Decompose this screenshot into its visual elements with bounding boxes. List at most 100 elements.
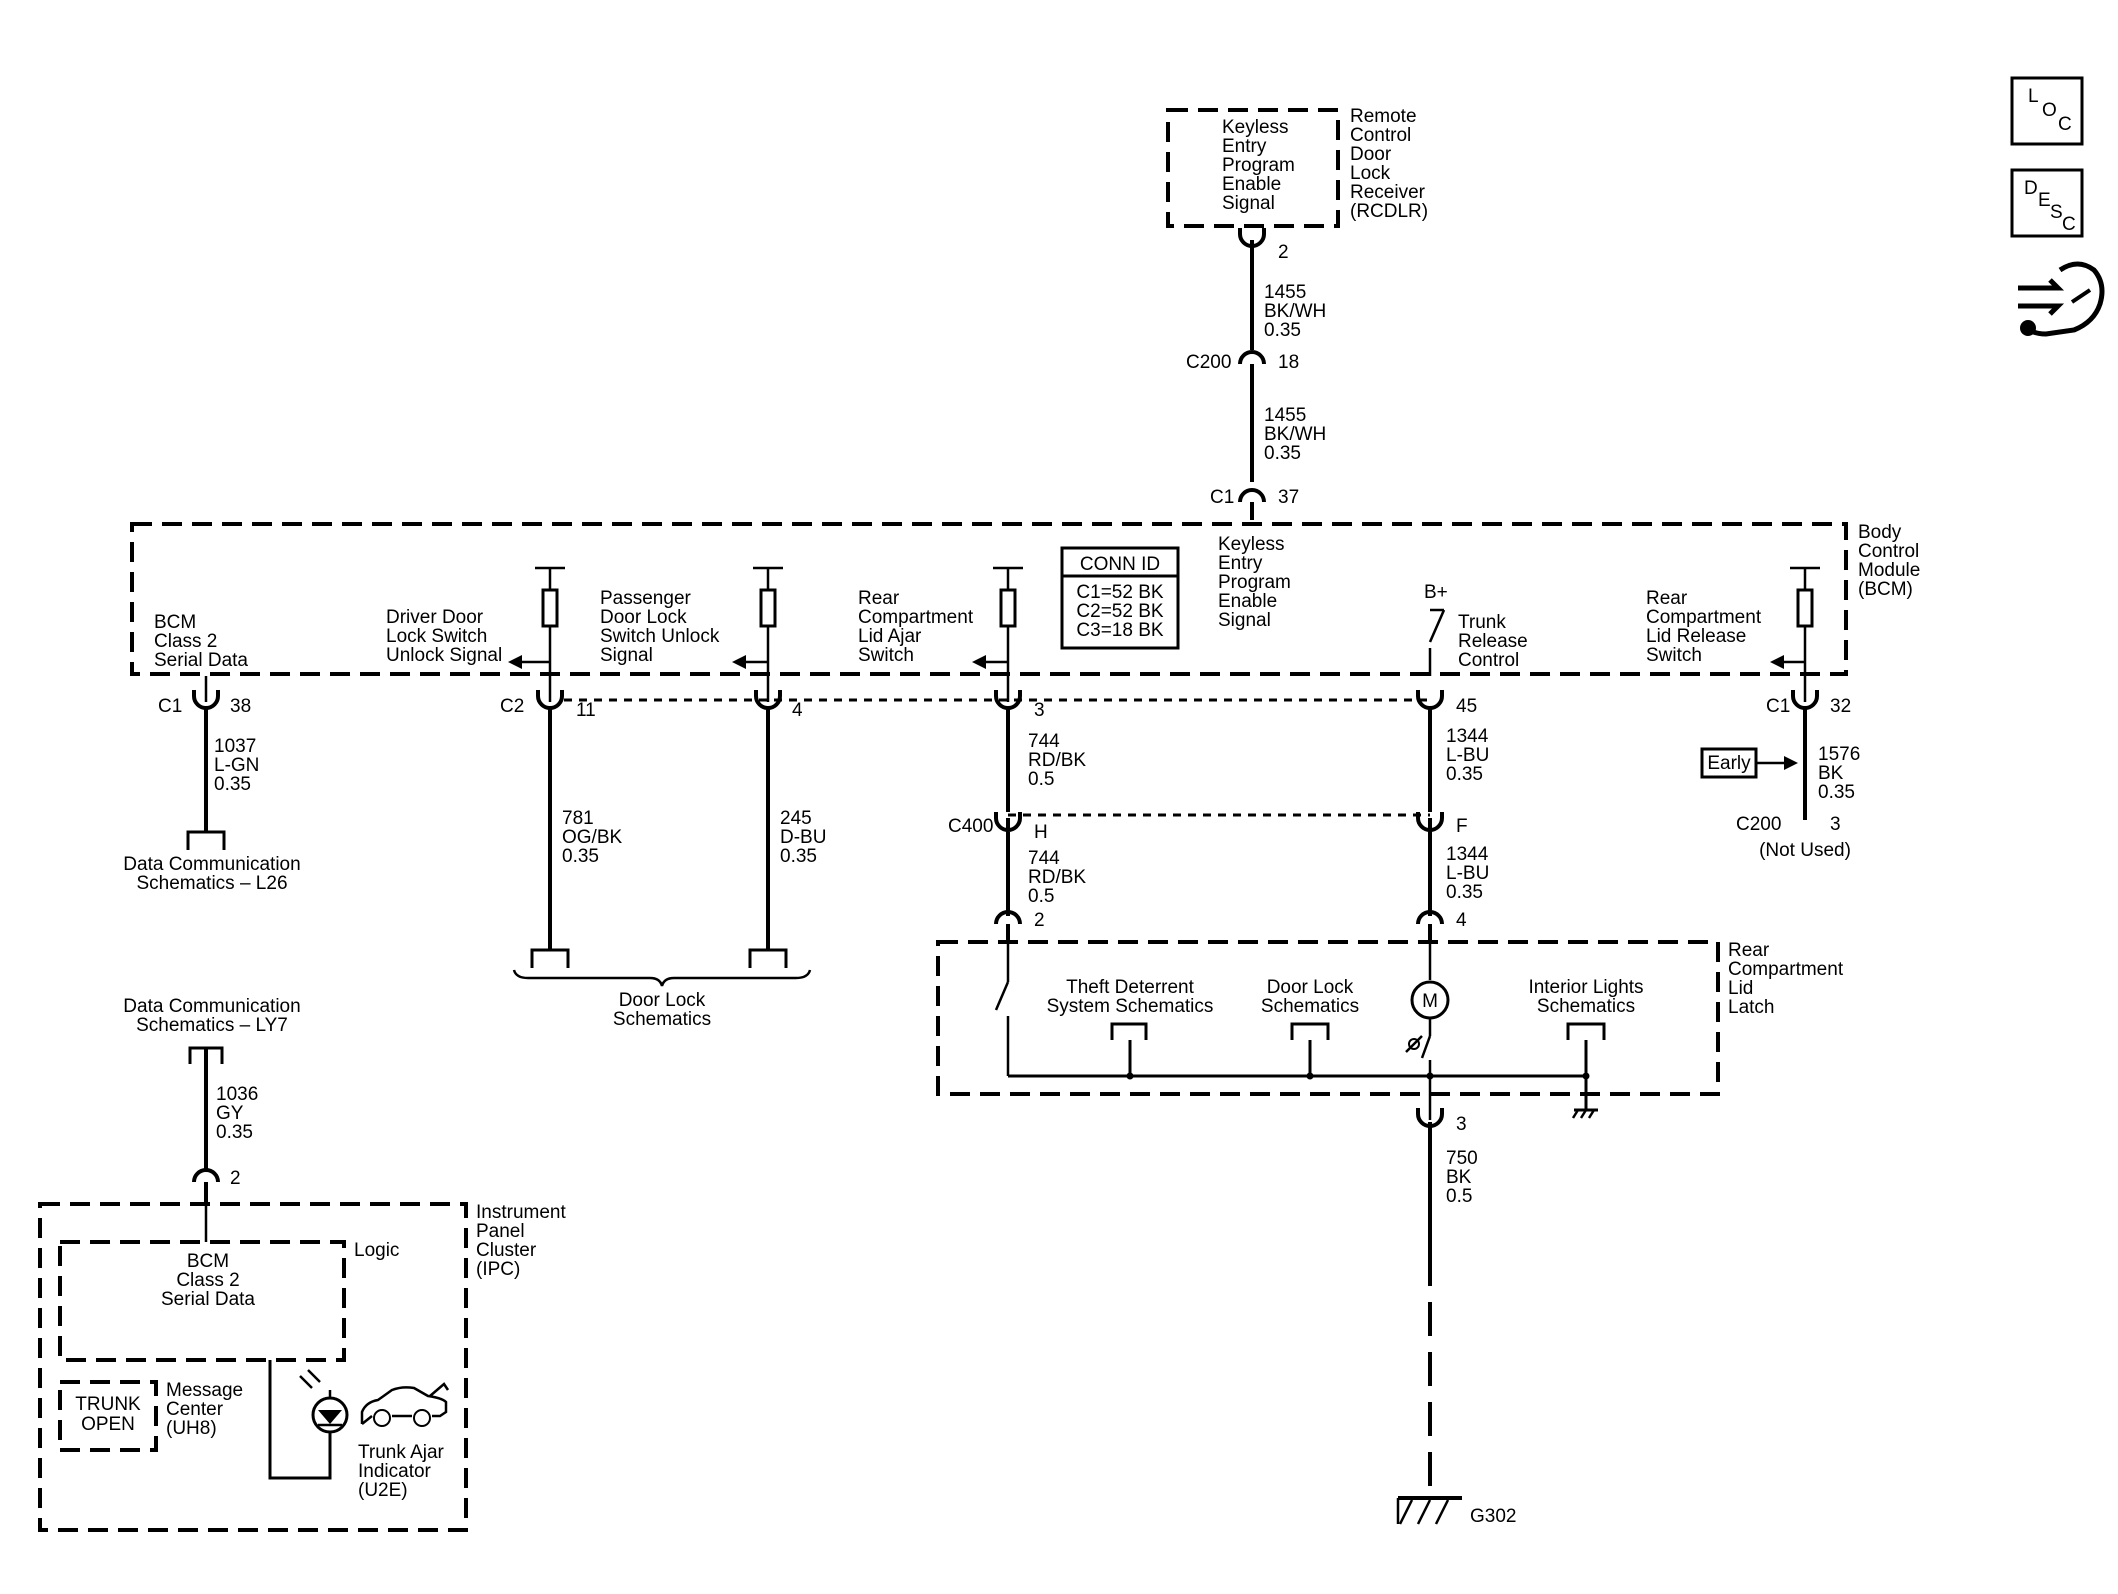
loc-icon-c: C — [2058, 114, 2072, 135]
door-lock-schematics-2: Schematics — [613, 1009, 711, 1030]
wire-1344-upper-2: L-BU — [1446, 745, 1489, 766]
bcm-rear-release-4: Switch — [1646, 645, 1702, 666]
wire-1344-upper-1: 1344 — [1446, 726, 1489, 747]
c2-11-pin: 11 — [576, 700, 596, 721]
bcm-rear-release-3: Lid Release — [1646, 626, 1746, 647]
ipc-logic: Logic — [354, 1240, 399, 1261]
wire-750-2: BK — [1446, 1167, 1472, 1188]
bcm-trunk-release-2: Release — [1458, 631, 1528, 652]
bcm-label-1: Body — [1858, 522, 1902, 543]
wire-781-2: OG/BK — [562, 827, 623, 848]
wire-1037-2: L-GN — [214, 755, 259, 776]
rcdlr-inner-5: Signal — [1222, 193, 1275, 214]
wire-1036-3: 0.35 — [216, 1122, 253, 1143]
chassis-ground-icon — [1571, 1108, 1598, 1119]
c2-11-name: C2 — [500, 696, 524, 717]
ground-g302-label: G302 — [1470, 1506, 1516, 1527]
c1-37-pin: 37 — [1278, 487, 1299, 508]
bcm-passenger-1: Passenger — [600, 588, 692, 609]
bcm-driver-2: Lock Switch — [386, 626, 487, 647]
data-comm-l26-connector — [186, 830, 226, 850]
wire-1576-1: 1576 — [1818, 744, 1860, 765]
wire-750-3: 0.5 — [1446, 1186, 1472, 1207]
rcdlr-inner-3: Program — [1222, 155, 1295, 176]
ipc-trunk-ajar-2: Indicator — [358, 1461, 432, 1482]
bcm-rear-ajar-3: Lid Ajar — [858, 626, 922, 647]
ipc-pin-2: 2 — [230, 1168, 241, 1189]
wire-781-3: 0.35 — [562, 846, 599, 867]
wire-1037-1: 1037 — [214, 736, 256, 757]
ipc-trunk-open-1: TRUNK — [75, 1394, 141, 1415]
c200-top-pin: 18 — [1278, 352, 1299, 373]
latch-doorlock-2: Schematics — [1261, 996, 1359, 1017]
rcdlr-inner-1: Keyless — [1222, 117, 1289, 138]
early-label: Early — [1707, 753, 1751, 774]
wire-1344-upper-3: 0.35 — [1446, 764, 1483, 785]
ipc-message-center-2: Center — [166, 1399, 224, 1420]
conn-id-title: CONN ID — [1080, 554, 1160, 575]
bcm-trunk-release-1: Trunk — [1458, 612, 1506, 633]
c200-unused-note: (Not Used) — [1759, 840, 1851, 861]
bcm-trunk-release-3: Control — [1458, 650, 1519, 671]
c400-h-connector — [994, 812, 1022, 838]
ipc-message-center-1: Message — [166, 1380, 243, 1401]
c1-37-connector — [1238, 488, 1266, 520]
c200-unused-pin: 3 — [1830, 814, 1841, 835]
wire-744-lower-1: 744 — [1028, 848, 1060, 869]
hand-wrench-icon[interactable] — [2018, 261, 2105, 337]
wire-744-lower-2: RD/BK — [1028, 867, 1086, 888]
bcm-serial-1: BCM — [154, 612, 196, 633]
rcdlr-inner-2: Entry — [1222, 136, 1267, 157]
rear-latch-module: Rear Compartment Lid Latch Theft Deterre… — [936, 940, 1844, 1119]
ground-g302-icon — [1396, 1496, 1462, 1525]
pin-3-label: 3 — [1034, 700, 1045, 721]
rcdlr-label-6: (RCDLR) — [1350, 201, 1428, 222]
bcm-rear-ajar-4: Switch — [858, 645, 914, 666]
ipc-label-4: (IPC) — [476, 1259, 520, 1280]
latch-label-4: Latch — [1728, 997, 1774, 1018]
c400-pin-f: F — [1456, 816, 1468, 837]
bcm-rear-release-2: Compartment — [1646, 607, 1762, 628]
wire-1037-3: 0.35 — [214, 774, 251, 795]
desc-icon-d: D — [2024, 178, 2038, 199]
c1-38-name: C1 — [158, 696, 182, 717]
ipc-trunk-open-2: OPEN — [81, 1414, 135, 1435]
c1-37-name: C1 — [1210, 487, 1234, 508]
wire-744-upper-3: 0.5 — [1028, 769, 1054, 790]
wire-750-1: 750 — [1446, 1148, 1478, 1169]
rcdlr-label-1: Remote — [1350, 106, 1417, 127]
rcdlr-module: Keyless Entry Program Enable Signal Remo… — [1166, 106, 1428, 228]
latch-label-1: Rear — [1728, 940, 1770, 961]
wire-1455-lower-3: 0.35 — [1264, 443, 1301, 464]
ipc-module: Instrument Panel Cluster (IPC) Logic BCM… — [38, 1202, 566, 1532]
wire-1576-3: 0.35 — [1818, 782, 1855, 803]
driver-pullup-resistor — [508, 566, 565, 669]
early-tag: Early — [1700, 747, 1798, 779]
desc-icon-s: S — [2050, 202, 2063, 223]
wire-1455-lower-1: 1455 — [1264, 405, 1306, 426]
bcm-driver-1: Driver Door — [386, 607, 484, 628]
data-comm-l26-2: Schematics – L26 — [136, 873, 287, 894]
latch-pin-2: 2 — [1034, 910, 1045, 931]
c1-32-name: C1 — [1766, 696, 1790, 717]
wire-1455-upper-1: 1455 — [1264, 282, 1306, 303]
bcm-passenger-3: Switch Unlock — [600, 626, 720, 647]
wire-1036-1: 1036 — [216, 1084, 258, 1105]
loc-icon-l: L — [2028, 86, 2039, 107]
latch-pin-4: 4 — [1456, 910, 1467, 931]
latch-interior-2: Schematics — [1537, 996, 1635, 1017]
bcm-rear-ajar-2: Compartment — [858, 607, 974, 628]
passenger-pullup-resistor — [732, 566, 783, 669]
wire-744-lower-3: 0.5 — [1028, 886, 1054, 907]
bcm-keyless-5: Signal — [1218, 610, 1271, 631]
loc-button[interactable]: L O C — [2010, 76, 2084, 146]
wire-744-upper-2: RD/BK — [1028, 750, 1086, 771]
wire-1576-2: BK — [1818, 763, 1844, 784]
desc-button[interactable]: D E S C — [2010, 168, 2084, 238]
desc-icon-e: E — [2038, 190, 2051, 211]
bcm-driver-3: Unlock Signal — [386, 645, 502, 666]
ipc-serial-3: Serial Data — [161, 1289, 255, 1310]
motor-switch-icon — [1405, 1035, 1432, 1059]
ipc-trunk-ajar-1: Trunk Ajar — [358, 1442, 445, 1463]
